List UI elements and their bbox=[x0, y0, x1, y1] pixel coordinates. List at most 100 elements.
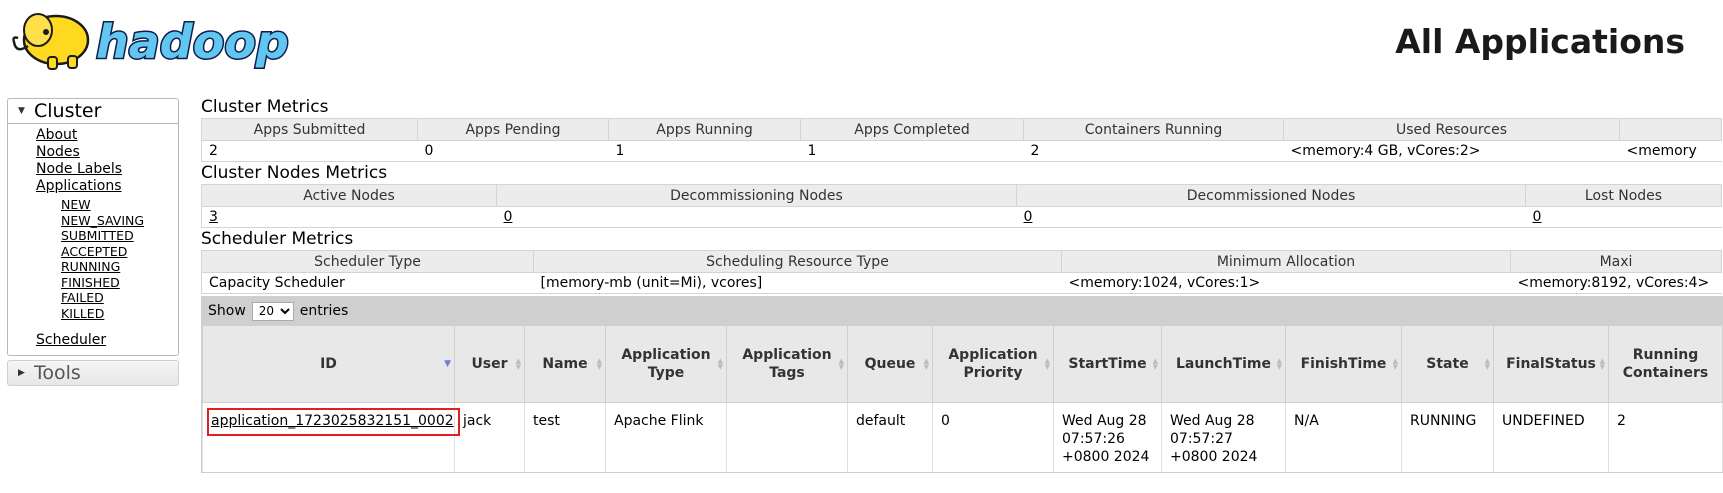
col-header-finish-time[interactable]: FinishTime ▲▼ bbox=[1285, 325, 1402, 403]
col-header-start-time[interactable]: StartTime▲▼ bbox=[1053, 325, 1162, 403]
nav-link-state-new-saving[interactable]: NEW_SAVING bbox=[61, 212, 145, 228]
col-header-name-label: Name bbox=[542, 356, 588, 372]
col-header-app-tags-label: Application Tags bbox=[742, 347, 832, 381]
col-maximum-allocation: Maxi bbox=[1510, 250, 1722, 273]
col-header-user[interactable]: User ▲▼ bbox=[454, 325, 525, 403]
app-type: Apache Flink bbox=[605, 402, 727, 472]
sort-both-icon: ▲▼ bbox=[923, 357, 929, 371]
sort-both-icon: ▲▼ bbox=[1392, 357, 1398, 371]
tools-menu: ▶ Tools bbox=[7, 360, 179, 386]
col-header-finish-time-label: FinishTime bbox=[1300, 356, 1387, 372]
nav-link-state-submitted[interactable]: SUBMITTED bbox=[61, 228, 134, 243]
col-header-running-containers[interactable]: Running Containers bbox=[1608, 325, 1723, 403]
col-header-name[interactable]: Name ▲▼ bbox=[524, 325, 606, 403]
col-header-running-containers-label: Running Containers bbox=[1622, 347, 1709, 381]
sidebar-nav: ▼ Cluster About Nodes Node Labels Applic… bbox=[7, 98, 179, 386]
cluster-menu: ▼ Cluster About Nodes Node Labels Applic… bbox=[7, 98, 179, 356]
col-header-state-label: State bbox=[1426, 356, 1469, 372]
active-nodes-link[interactable]: 3 bbox=[209, 209, 218, 225]
col-minimum-allocation: Minimum Allocation bbox=[1061, 250, 1511, 273]
tools-menu-label: Tools bbox=[34, 362, 81, 384]
col-header-app-type-label: Application Type bbox=[621, 347, 711, 381]
decommissioning-nodes-link[interactable]: 0 bbox=[503, 209, 513, 225]
page-title: All Applications bbox=[1395, 22, 1685, 61]
col-header-queue-label: Queue bbox=[864, 356, 916, 372]
nav-link-state-finished[interactable]: FINISHED bbox=[61, 274, 120, 290]
scheduler-metrics-title: Scheduler Metrics bbox=[201, 229, 354, 249]
app-id-link[interactable]: application_1723025832151_0002 bbox=[207, 408, 460, 436]
decommissioned-nodes-link[interactable]: 0 bbox=[1023, 209, 1033, 225]
col-scheduler-type: Scheduler Type bbox=[201, 250, 534, 273]
col-apps-running: Apps Running bbox=[608, 118, 801, 141]
col-header-user-label: User bbox=[471, 356, 508, 372]
nav-link-nodes[interactable]: Nodes bbox=[36, 144, 80, 160]
apps-pending-value: 0 bbox=[417, 140, 609, 162]
applications-header-row: ID▼ User ▲▼ Name ▲▼ Application Type ▲▼ App… bbox=[202, 325, 1723, 403]
col-header-queue[interactable]: Queue ▲▼ bbox=[847, 325, 933, 403]
nav-link-applications[interactable]: Applications bbox=[36, 178, 122, 194]
nav-link-state-accepted[interactable]: ACCEPTED bbox=[61, 243, 128, 259]
elephant-icon bbox=[12, 13, 90, 70]
app-priority: 0 bbox=[932, 402, 1054, 472]
scheduler-type-value: Capacity Scheduler bbox=[201, 272, 534, 294]
sort-both-icon: ▲▼ bbox=[515, 357, 521, 371]
col-header-id[interactable]: ID▼ bbox=[202, 325, 455, 403]
col-used-resources: Used Resources bbox=[1283, 118, 1620, 141]
nav-link-state-running[interactable]: RUNNING bbox=[61, 259, 121, 274]
col-header-launch-time[interactable]: LaunchTime▲▼ bbox=[1161, 325, 1286, 403]
page-size-select[interactable]: 20 bbox=[251, 301, 294, 321]
col-header-state[interactable]: State▲▼ bbox=[1401, 325, 1494, 403]
col-apps-submitted: Apps Submitted bbox=[201, 118, 418, 141]
used-resources-value: <memory:4 GB, vCores:2> bbox=[1283, 140, 1620, 162]
nav-link-about[interactable]: About bbox=[36, 127, 78, 143]
nav-link-node-labels[interactable]: Node Labels bbox=[36, 161, 123, 177]
cluster-nodes-metrics-table: Active Nodes Decommissioning Nodes Decom… bbox=[201, 184, 1722, 228]
table-row: application_1723025832151_0002 jack test… bbox=[202, 402, 1723, 472]
show-label: Show bbox=[208, 303, 246, 319]
col-active-nodes: Active Nodes bbox=[201, 184, 497, 207]
col-header-app-tags[interactable]: Application Tags ▲▼ bbox=[726, 325, 848, 403]
scheduling-resource-type-value: [memory-mb (unit=Mi), vcores] bbox=[533, 272, 1062, 294]
col-header-app-type[interactable]: Application Type ▲▼ bbox=[605, 325, 727, 403]
cluster-nodes-metrics-title: Cluster Nodes Metrics bbox=[201, 163, 388, 183]
cluster-menu-header[interactable]: ▼ Cluster bbox=[8, 99, 178, 124]
nav-link-state-new[interactable]: NEW bbox=[61, 197, 91, 212]
sort-both-icon: ▲▼ bbox=[838, 357, 844, 371]
col-header-priority[interactable]: Application Priority▲▼ bbox=[932, 325, 1054, 403]
sort-both-icon: ▲▼ bbox=[717, 357, 723, 371]
col-apps-completed: Apps Completed bbox=[800, 118, 1024, 141]
app-running-containers: 2 bbox=[1608, 402, 1723, 472]
nav-link-state-killed[interactable]: KILLED bbox=[61, 305, 105, 321]
applications-table-wrapper: Show 20 entries ID▼ User▲▼ Name▲▼ Applic… bbox=[201, 296, 1723, 473]
apps-completed-value: 1 bbox=[800, 140, 1024, 162]
cluster-menu-body: About Nodes Node Labels Applications NEW… bbox=[8, 124, 178, 355]
applications-table: ID▼ User ▲▼ Name ▲▼ Application Type ▲▼ App… bbox=[202, 325, 1723, 472]
app-finish-time: N/A bbox=[1285, 402, 1402, 472]
sort-both-icon: ▲▼ bbox=[1599, 357, 1605, 371]
sort-both-icon: ▲▼ bbox=[596, 357, 602, 371]
col-apps-pending: Apps Pending bbox=[417, 118, 609, 141]
col-header-final-status[interactable]: FinalStatus▲▼ bbox=[1493, 325, 1609, 403]
cluster-metrics-table: Apps Submitted Apps Pending Apps Running… bbox=[201, 118, 1722, 162]
tools-menu-header[interactable]: ▶ Tools bbox=[8, 361, 178, 385]
app-name: test bbox=[524, 402, 606, 472]
main-content: Cluster Metrics Apps Submitted Apps Pend… bbox=[201, 96, 1723, 473]
sort-both-icon: ▲▼ bbox=[1276, 357, 1282, 371]
apps-running-value: 1 bbox=[608, 140, 801, 162]
app-state-list: NEW NEW_SAVING SUBMITTED ACCEPTED RUNNIN… bbox=[36, 197, 178, 321]
col-header-id-label: ID bbox=[320, 356, 337, 372]
hadoop-logo: hadoop bbox=[12, 13, 290, 71]
entries-label: entries bbox=[299, 303, 349, 319]
cluster-menu-label: Cluster bbox=[34, 100, 102, 122]
lost-nodes-link[interactable]: 0 bbox=[1532, 209, 1542, 225]
triangle-right-icon: ▶ bbox=[18, 368, 25, 378]
table-length-control: Show 20 entries bbox=[202, 297, 1722, 325]
app-id-cell: application_1723025832151_0002 bbox=[202, 402, 460, 472]
nav-link-state-failed[interactable]: FAILED bbox=[61, 290, 104, 305]
col-header-start-time-label: StartTime bbox=[1068, 356, 1147, 372]
logo-text: hadoop bbox=[96, 15, 289, 69]
maximum-allocation-value: <memory:8192, vCores:4> bbox=[1510, 272, 1722, 294]
nav-link-scheduler[interactable]: Scheduler bbox=[36, 332, 107, 348]
col-scheduling-resource-type: Scheduling Resource Type bbox=[533, 250, 1062, 273]
app-queue: default bbox=[847, 402, 933, 472]
